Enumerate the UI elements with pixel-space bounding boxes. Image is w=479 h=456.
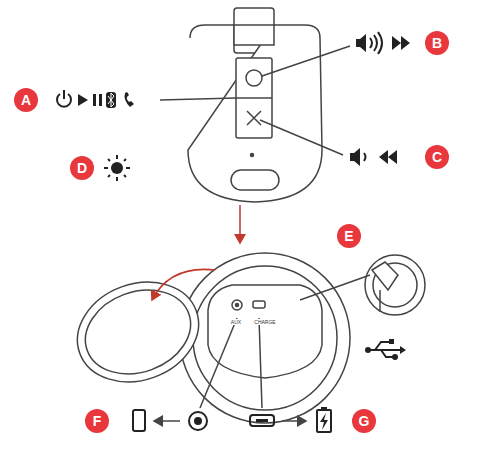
port-label: AUX (230, 319, 242, 325)
callout-letter: G (359, 413, 370, 429)
callout-letter: A (21, 92, 31, 108)
port-label: CHARGE (253, 319, 276, 325)
callout-letter: C (432, 149, 442, 165)
callout-letter: E (344, 228, 353, 244)
callout-letter: B (432, 35, 442, 51)
callout-letter: D (77, 160, 87, 176)
callout-letter: F (93, 413, 102, 429)
